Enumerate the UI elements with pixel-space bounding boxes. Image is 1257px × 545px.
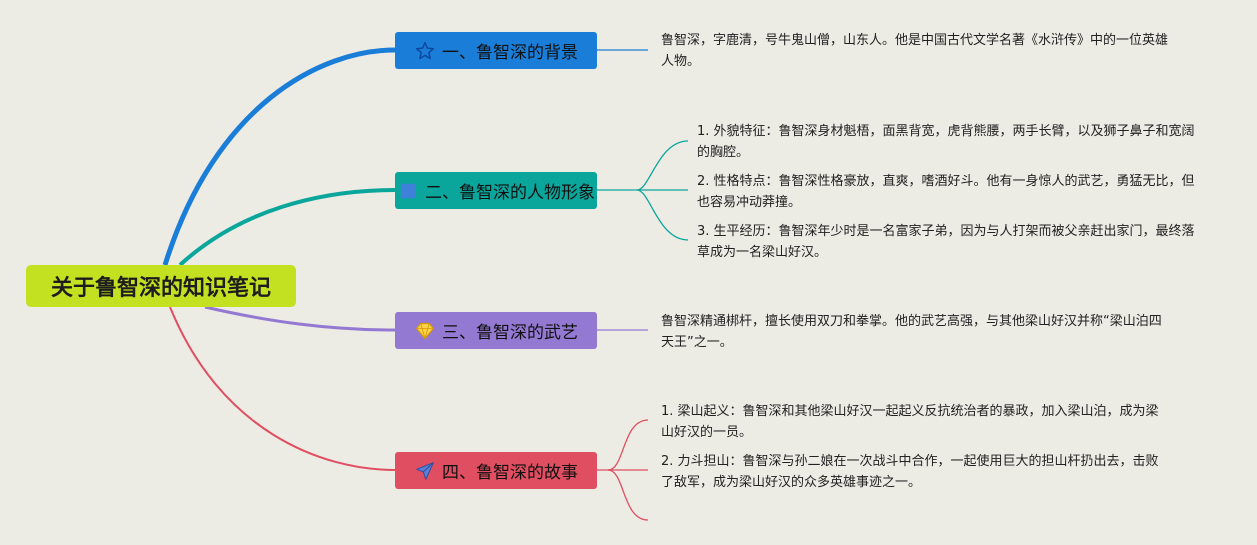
root-topic[interactable]: 关于鲁智深的知识笔记: [26, 265, 296, 307]
leaf-text: 2. 性格特点：鲁智深性格豪放，直爽，嗜酒好斗。他有一身惊人的武艺，勇猛无比，但…: [697, 174, 1195, 210]
leaf-text: 1. 梁山起义：鲁智深和其他梁山好汉一起起义反抗统治者的暴政，加入梁山泊，成为梁…: [661, 404, 1159, 440]
branch-background[interactable]: 一、鲁智深的背景: [395, 32, 597, 69]
branch-label: 一、鲁智深的背景: [442, 43, 578, 63]
branch-martial-arts[interactable]: 三、鲁智深的武艺: [395, 312, 597, 349]
link-branch2-leaf1: [597, 140, 689, 191]
leaf-martial-arts: 鲁智深精通梆杆，擅长使用双刀和拳掌。他的武艺高强，与其他梁山好汉并称“梁山泊四天…: [661, 311, 1171, 353]
leaf-text: 3. 生平经历：鲁智深年少时是一名富家子弟，因为与人打架而被父亲赶出家门，最终落…: [697, 224, 1195, 260]
leaf-uprising: 1. 梁山起义：鲁智深和其他梁山好汉一起起义反抗统治者的暴政，加入梁山泊，成为梁…: [661, 401, 1171, 443]
link-root-branch3: [204, 305, 396, 332]
branch-label: 三、鲁智深的武艺: [442, 323, 578, 343]
leaf-text: 鲁智深精通梆杆，擅长使用双刀和拳掌。他的武艺高强，与其他梁山好汉并称“梁山泊四天…: [661, 314, 1162, 350]
leaf-text: 1. 外貌特征：鲁智深身材魁梧，面黑背宽，虎背熊腰，两手长臂，以及狮子鼻子和宽阔…: [697, 124, 1195, 160]
leaf-personality: 2. 性格特点：鲁智深性格豪放，直爽，嗜酒好斗。他有一身惊人的武艺，勇猛无比，但…: [697, 171, 1207, 213]
diamond-icon: [414, 320, 436, 342]
leaf-life: 3. 生平经历：鲁智深年少时是一名富家子弟，因为与人打架而被父亲赶出家门，最终落…: [697, 221, 1207, 263]
star-icon: [414, 40, 436, 62]
branch-character[interactable]: 二、鲁智深的人物形象: [395, 172, 597, 209]
link-root-branch1: [162, 47, 396, 266]
leaf-battle: 2. 力斗担山：鲁智深与孙二娘在一次战斗中合作，一起使用巨大的担山杆扔出去，击败…: [661, 451, 1171, 493]
leaf-appearance: 1. 外貌特征：鲁智深身材魁梧，面黑背宽，虎背熊腰，两手长臂，以及狮子鼻子和宽阔…: [697, 121, 1207, 163]
leaf-text: 2. 力斗担山：鲁智深与孙二娘在一次战斗中合作，一起使用巨大的担山杆扔出去，击败…: [661, 454, 1159, 490]
branch-stories[interactable]: 四、鲁智深的故事: [395, 452, 597, 489]
branch-label: 四、鲁智深的故事: [442, 463, 578, 483]
link-root-branch4: [169, 306, 396, 471]
leaf-background: 鲁智深，字鹿清，号牛鬼山僧，山东人。他是中国古代文学名著《水浒传》中的一位英雄人…: [661, 30, 1171, 72]
link-branch4-leaf-bottom: [607, 469, 649, 521]
link-branch2-leaf3: [636, 189, 689, 241]
leaf-text: 鲁智深，字鹿清，号牛鬼山僧，山东人。他是中国古代文学名著《水浒传》中的一位英雄人…: [661, 33, 1169, 69]
root-title: 关于鲁智深的知识笔记: [50, 276, 271, 301]
link-branch4-leaf-top: [597, 419, 649, 471]
square-icon: [397, 180, 419, 202]
branch-label: 二、鲁智深的人物形象: [425, 183, 595, 203]
paper-plane-icon: [414, 460, 436, 482]
link-root-branch2: [178, 188, 396, 267]
